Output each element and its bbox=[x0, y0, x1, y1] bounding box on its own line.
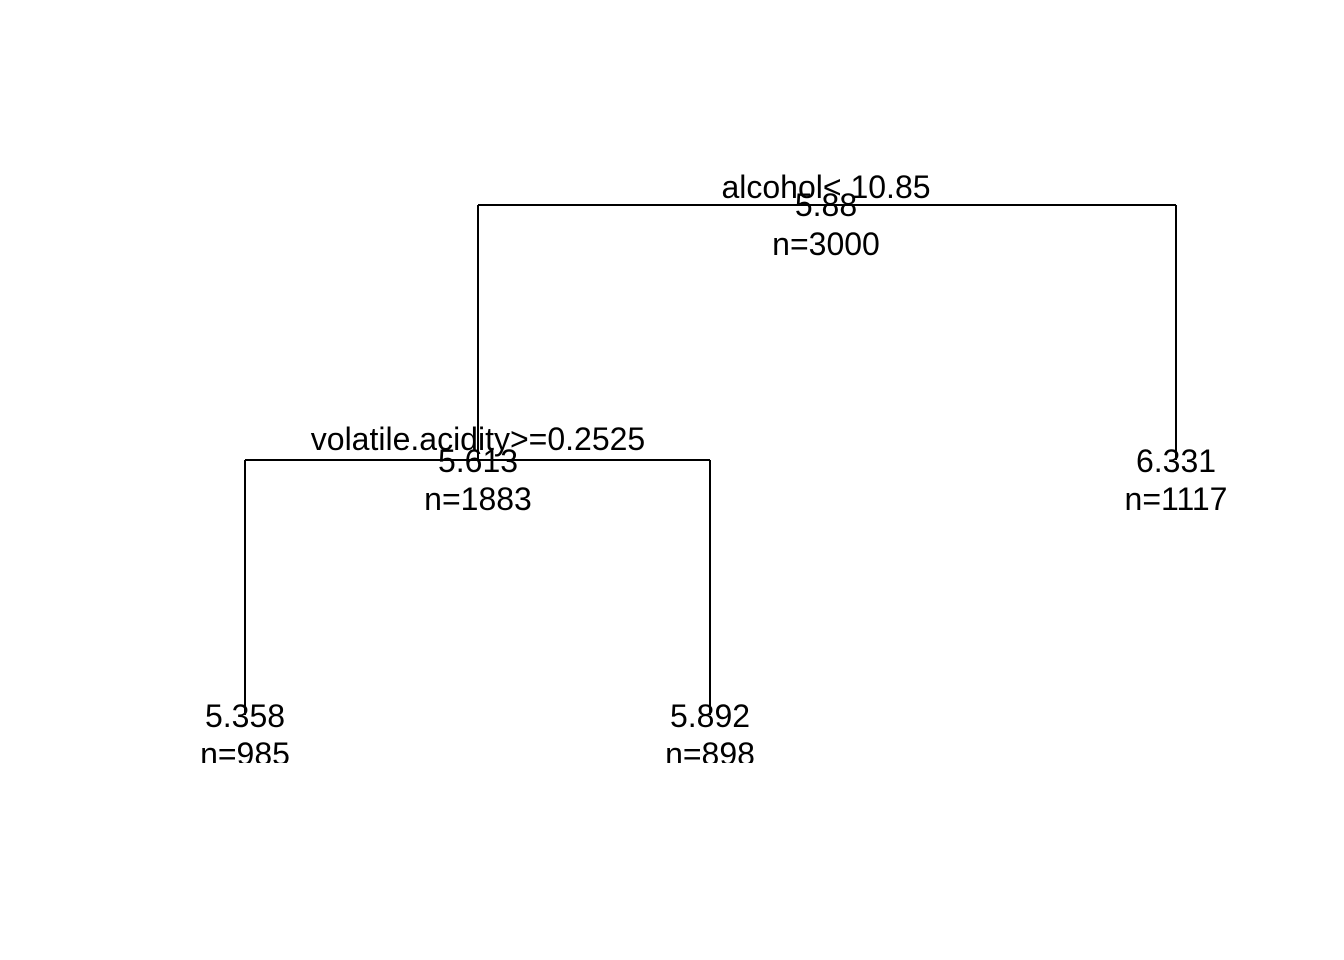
root-branches bbox=[477, 204, 1177, 460]
left-node: volatile.acidity>=0.2525 5.613 n=1883 bbox=[311, 421, 645, 517]
root-split-label: alcohol< 10.85 bbox=[721, 169, 930, 205]
left-right-leaf: 5.892 n=898 bbox=[665, 698, 755, 772]
left-split-label: volatile.acidity>=0.2525 bbox=[311, 421, 645, 457]
right-leaf: 6.331 n=1117 bbox=[1125, 443, 1228, 517]
left-value-label: 5.613 bbox=[438, 443, 518, 479]
right-leaf-n: n=1117 bbox=[1125, 481, 1228, 517]
plot-clip-mask bbox=[0, 763, 1344, 960]
left-left-leaf-value: 5.358 bbox=[205, 698, 285, 734]
root-node: alcohol< 10.85 5.88 n=3000 bbox=[721, 169, 930, 262]
left-branches bbox=[244, 459, 711, 715]
left-n-label: n=1883 bbox=[424, 481, 532, 517]
left-right-leaf-value: 5.892 bbox=[670, 698, 750, 734]
root-n-label: n=3000 bbox=[772, 226, 880, 262]
root-value-label: 5.88 bbox=[795, 187, 857, 223]
left-left-leaf: 5.358 n=985 bbox=[200, 698, 290, 772]
right-leaf-value: 6.331 bbox=[1136, 443, 1216, 479]
